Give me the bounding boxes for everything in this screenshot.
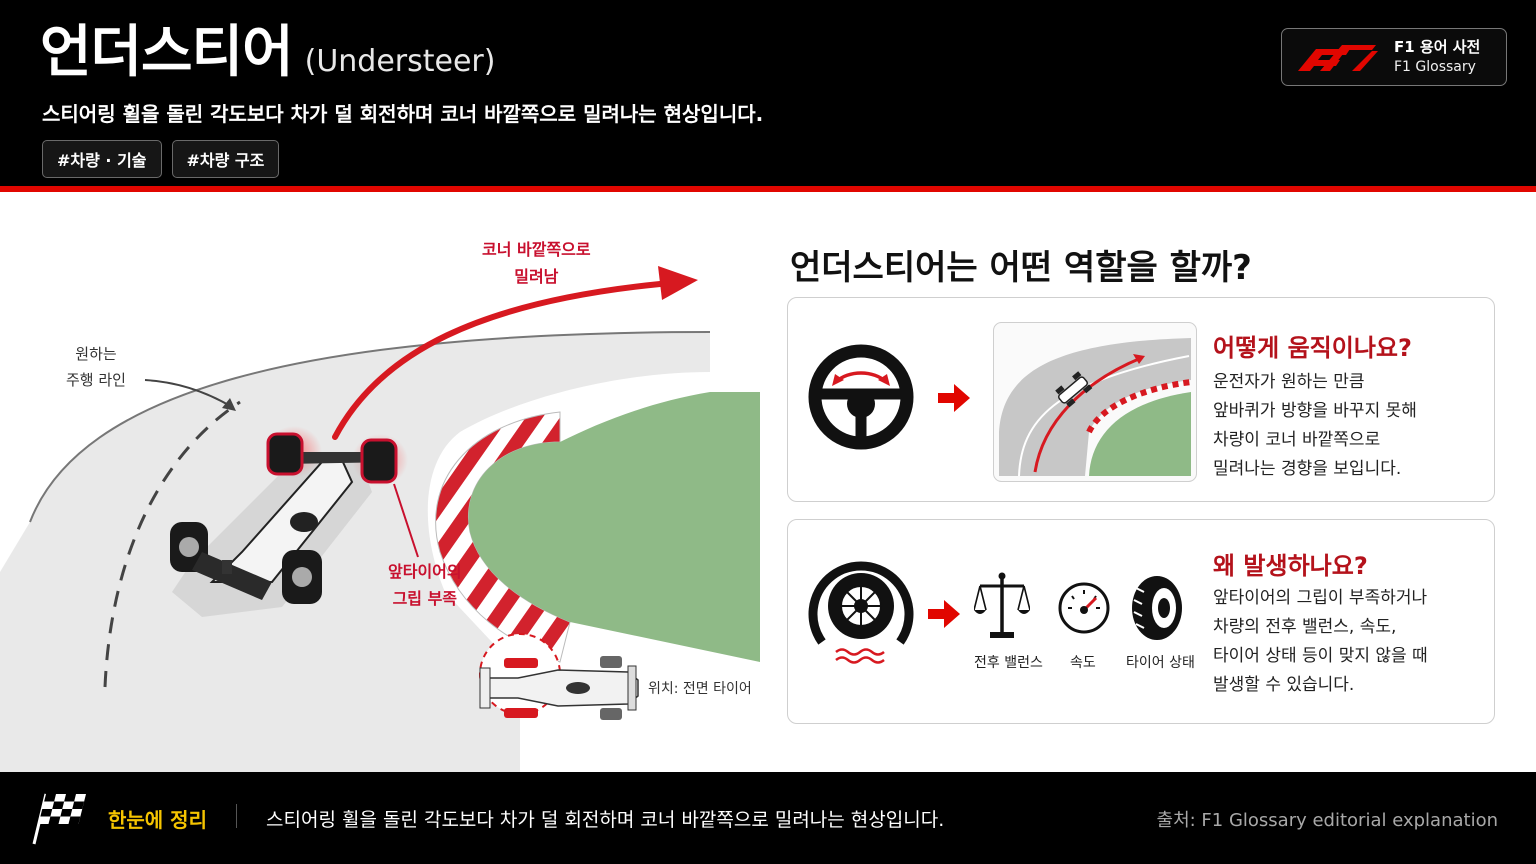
grass-infield [468,392,760,662]
pushed-outward-label: 코너 바깥쪽으로 밀려남 [482,240,591,287]
tire-icon [808,561,914,664]
page-subtitle: 스티어링 휠을 돌린 각도보다 차가 덜 회전하며 코너 바깥쪽으로 밀려나는 … [42,102,764,126]
factor-speed-label: 속도 [1070,655,1096,671]
front-grip-label: 앞타이어의 그립 부족 [388,562,462,609]
mini-car-position-icon [479,633,639,720]
footer-summary-text: 스티어링 휠을 돌린 각도보다 차가 덜 회전하며 코너 바깥쪽으로 밀려나는 … [266,809,945,831]
footer-source: 출처: F1 Glossary editorial explanation [1156,810,1498,831]
footer-summary-key: 한눈에 정리 [108,808,207,832]
why-it-happens-heading: 왜 발생하나요? [1213,552,1368,580]
f1-logo-icon [1298,45,1378,71]
understeer-illustration: 코너 바깥쪽으로 밀려남 원하는 주행 라인 앞타이어의 그립 부족 위치: 전… [0,192,760,772]
glossary-badge: F1 용어 사전 F1 Glossary [1281,28,1507,86]
header: 언더스티어 (Understeer) 스티어링 휠을 돌린 각도보다 차가 덜 … [0,0,1536,186]
tag-vehicle-structure[interactable]: #차량 구조 [171,140,280,178]
why-it-happens-card: 전후 밸런스 속도 타이어 상태 왜 발생하나요? 앞타이어의 그립이 부족하거… [787,519,1495,724]
tag-list: #차량 · 기술 #차량 구조 [42,140,280,178]
position-label: 위치: 전면 타이어 [648,681,752,697]
mini-track-icon [993,322,1197,482]
f1-car-icon [170,426,408,617]
how-it-moves-card: 어떻게 움직이나요? 운전자가 원하는 만큼 앞바퀴가 방향을 바꾸지 못해 차… [787,297,1495,502]
why-it-happens-text: 앞타이어의 그립이 부족하거나 차량의 전후 밸런스, 속도, 타이어 상태 등… [1213,588,1428,695]
understeer-path [332,281,663,440]
understeer-arrowhead [658,266,698,300]
desired-line-label: 원하는 주행 라인 [66,345,126,389]
speedometer-icon [1058,582,1110,634]
checkered-flag-icon [32,793,86,845]
track-surface [0,332,710,772]
tag-vehicle-tech[interactable]: #차량 · 기술 [42,140,162,178]
arrow-right-icon [938,384,970,412]
page-title: 언더스티어 [40,20,294,85]
balance-scale-icon [974,572,1030,638]
how-it-moves-text: 운전자가 원하는 만큼 앞바퀴가 방향을 바꾸지 못해 차량이 코너 바깥쪽으로… [1213,372,1417,479]
footer-summary: 한눈에 정리 스티어링 휠을 돌린 각도보다 차가 덜 회전하며 코너 바깥쪽으… [0,772,1536,864]
footer-divider [236,804,237,828]
header-accent-line [0,186,1536,192]
how-it-moves-heading: 어떻게 움직이나요? [1213,334,1412,362]
title-row: 언더스티어 (Understeer) [40,22,495,84]
arrow-right-icon [928,600,960,628]
steering-wheel-icon [808,344,914,450]
desired-racing-line [103,400,241,688]
tire-tread-icon [1132,576,1182,640]
section-title: 언더스티어는 어떤 역할을 할까? [790,248,1252,288]
factor-balance-label: 전후 밸런스 [974,655,1043,671]
page-title-english: (Understeer) [304,44,496,79]
badge-title-en: F1 Glossary [1394,58,1476,75]
track-diagram [0,266,760,772]
factor-tire-label: 타이어 상태 [1126,655,1195,671]
badge-title-ko: F1 용어 사전 [1394,38,1481,57]
